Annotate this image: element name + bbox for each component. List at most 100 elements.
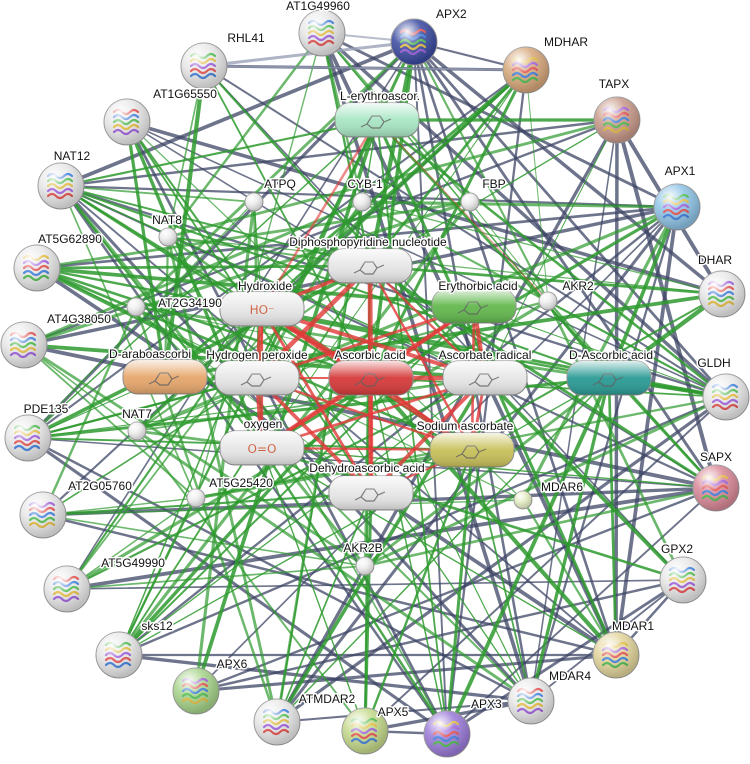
compound-node-ascradical[interactable] xyxy=(442,360,528,396)
protein-node-apx3[interactable] xyxy=(423,710,471,758)
compound-node-l-erythroascor[interactable] xyxy=(334,102,420,138)
interaction-edge xyxy=(135,264,372,433)
protein-node-gldh[interactable] xyxy=(702,373,750,421)
interaction-edge xyxy=(35,200,472,270)
protein-node-nat12[interactable] xyxy=(37,162,85,210)
protein-label: PDE135 xyxy=(24,402,69,416)
protein-label: ATMDAR2 xyxy=(299,692,356,706)
small-node-at2g34190[interactable] xyxy=(126,297,146,317)
interaction-edge xyxy=(118,377,610,656)
small-node-label: AT2G34190 xyxy=(158,296,222,310)
interaction-edge xyxy=(163,235,170,379)
compound-node-h2o2[interactable] xyxy=(214,360,300,396)
protein-node-dhar[interactable] xyxy=(698,270,746,318)
protein-node-mdar1[interactable] xyxy=(592,631,640,679)
small-node-atpq[interactable] xyxy=(244,192,264,212)
interaction-edge xyxy=(60,185,255,203)
interaction-edge xyxy=(60,185,197,499)
protein-node-sapx[interactable] xyxy=(692,464,740,512)
interaction-edge xyxy=(260,446,449,736)
interaction-edge xyxy=(546,299,685,582)
protein-label: APX5 xyxy=(378,705,409,719)
interaction-edge xyxy=(65,299,550,591)
interaction-edge xyxy=(276,492,372,723)
protein-label: MDAR4 xyxy=(549,669,591,683)
protein-node-at4g38050[interactable] xyxy=(0,321,48,369)
small-node-nat7[interactable] xyxy=(127,421,147,441)
compound-node-erythorbic[interactable] xyxy=(431,288,517,324)
compound-node-d-araboascorbi[interactable] xyxy=(122,359,208,395)
protein-node-atmdar2[interactable] xyxy=(253,698,301,746)
protein-node-gpx2[interactable] xyxy=(659,556,707,604)
interaction-edge xyxy=(255,376,373,495)
compound-node-oxygen[interactable]: O=O xyxy=(219,430,305,466)
protein-node-at1g65550[interactable] xyxy=(103,98,151,146)
node-layer: HO⁻ O=O xyxy=(0,9,750,758)
protein-label: AT5G62890 xyxy=(38,232,102,246)
protein-node-sks12[interactable] xyxy=(95,631,143,679)
protein-label: DHAR xyxy=(698,253,732,267)
protein-node-mdhar[interactable] xyxy=(502,46,550,94)
interaction-edge xyxy=(22,200,472,347)
small-node-mdar6[interactable] xyxy=(513,490,533,510)
interaction-edge xyxy=(369,292,724,495)
protein-node-at2g05760[interactable] xyxy=(19,491,67,539)
interaction-edge xyxy=(529,376,611,703)
interaction-edge xyxy=(370,377,532,702)
interaction-edge xyxy=(23,344,197,499)
protein-label: APX2 xyxy=(436,7,467,21)
interaction-edge xyxy=(412,40,550,303)
interaction-edge xyxy=(530,119,618,702)
interaction-edge xyxy=(166,235,279,724)
compound-node-dha[interactable] xyxy=(328,475,414,511)
interaction-edge xyxy=(26,436,533,703)
interaction-edge xyxy=(363,376,611,568)
protein-node-apx6[interactable] xyxy=(172,667,220,715)
interaction-edge xyxy=(22,118,619,347)
compound-node-sodiumasc[interactable] xyxy=(429,432,515,468)
small-node-label: FBP xyxy=(482,177,505,191)
small-node-nat8[interactable] xyxy=(158,227,178,247)
small-node-at5g25420[interactable] xyxy=(186,488,206,508)
small-node-label: MDAR6 xyxy=(541,480,583,494)
protein-node-pde135[interactable] xyxy=(4,414,52,462)
interaction-edge xyxy=(370,377,727,398)
small-node-label: NAT8 xyxy=(152,213,182,227)
compound-label: Ascorbate radical xyxy=(439,348,532,362)
protein-node-at5g62890[interactable] xyxy=(13,244,61,292)
protein-node-at5g49990[interactable] xyxy=(43,565,91,613)
protein-node-at1g49960[interactable] xyxy=(298,9,346,57)
protein-node-tapx[interactable] xyxy=(593,96,641,144)
interaction-edge xyxy=(35,266,618,657)
compound-label: D-araboascorbi xyxy=(109,347,191,361)
small-node-akr2[interactable] xyxy=(538,291,558,311)
small-node-fbp[interactable] xyxy=(460,192,480,212)
interaction-edge xyxy=(369,119,618,267)
interaction-edge xyxy=(547,300,727,398)
small-node-akr2b[interactable] xyxy=(355,556,375,576)
interaction-edge xyxy=(275,699,533,724)
interaction-edge xyxy=(22,343,367,568)
protein-label: APX1 xyxy=(665,164,696,178)
protein-node-apx1[interactable] xyxy=(653,183,701,231)
interaction-edge xyxy=(376,119,448,735)
interaction-edge xyxy=(202,40,416,68)
compound-node-d-ascorbic[interactable] xyxy=(566,360,652,396)
interaction-edge xyxy=(484,119,618,379)
small-node-cyb-1[interactable] xyxy=(352,192,372,212)
interaction-edge xyxy=(275,118,619,724)
protein-node-apx2[interactable] xyxy=(390,18,438,66)
protein-node-rhl41[interactable] xyxy=(180,42,228,90)
compound-node-ascorbic[interactable] xyxy=(328,360,414,396)
interaction-edge xyxy=(135,306,372,494)
interaction-edge xyxy=(136,430,366,732)
protein-node-apx5[interactable] xyxy=(341,707,389,755)
compound-node-hydroxide[interactable]: HO⁻ xyxy=(219,291,305,327)
protein-label: GLDH xyxy=(697,356,730,370)
protein-node-mdar4[interactable] xyxy=(507,677,555,725)
compound-node-diphosphopyridine[interactable] xyxy=(327,248,413,284)
interaction-edge xyxy=(521,498,618,657)
interaction-edge xyxy=(66,565,366,590)
protein-label: APX6 xyxy=(217,657,248,671)
